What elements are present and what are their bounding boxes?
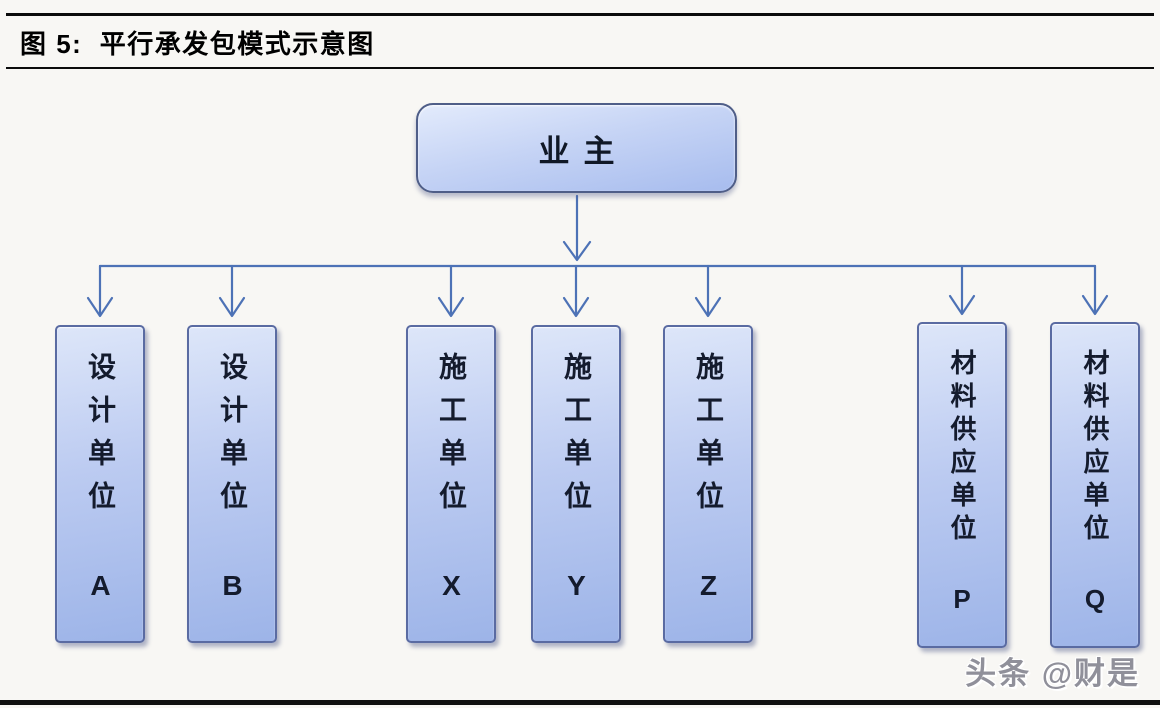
node-owner-label: 业主 (538, 133, 629, 169)
node-construction-unit-x: 施工单位 X (406, 325, 496, 643)
node-design-unit-b: 设计单位 B (187, 325, 277, 643)
node-construction-unit-y-label: 施工单位 Y (561, 352, 592, 616)
arrowhead-icon-6 (948, 294, 976, 316)
node-construction-unit-y: 施工单位 Y (531, 325, 621, 643)
arrowhead-icon-7 (1081, 294, 1109, 316)
node-owner: 业主 (416, 103, 737, 193)
node-material-supply-unit-p-label: 材料供应单位 P (947, 349, 977, 621)
node-construction-unit-x-label: 施工单位 X (436, 352, 467, 616)
arrowhead-icon-5 (694, 296, 722, 318)
arrowhead-icon-1 (86, 296, 114, 318)
arrowhead-icon-2 (218, 296, 246, 318)
node-design-unit-a-label: 设计单位 A (85, 352, 116, 616)
arrowhead-icon-3 (437, 296, 465, 318)
node-construction-unit-z: 施工单位 Z (663, 325, 753, 643)
node-material-supply-unit-p: 材料供应单位 P (917, 322, 1007, 648)
arrowhead-icon-4 (562, 296, 590, 318)
top-rule (6, 13, 1154, 16)
title-underline-rule (6, 67, 1154, 69)
bottom-rule (0, 700, 1160, 705)
node-material-supply-unit-q-label: 材料供应单位 Q (1080, 349, 1110, 621)
watermark: 头条 @财是 (965, 656, 1140, 691)
node-design-unit-a: 设计单位 A (55, 325, 145, 643)
figure-title: 图 5: 平行承发包模式示意图 (20, 29, 375, 59)
node-material-supply-unit-q: 材料供应单位 Q (1050, 322, 1140, 648)
node-construction-unit-z-label: 施工单位 Z (693, 352, 724, 616)
root-arrowhead-icon (562, 240, 592, 262)
node-design-unit-b-label: 设计单位 B (217, 352, 248, 616)
